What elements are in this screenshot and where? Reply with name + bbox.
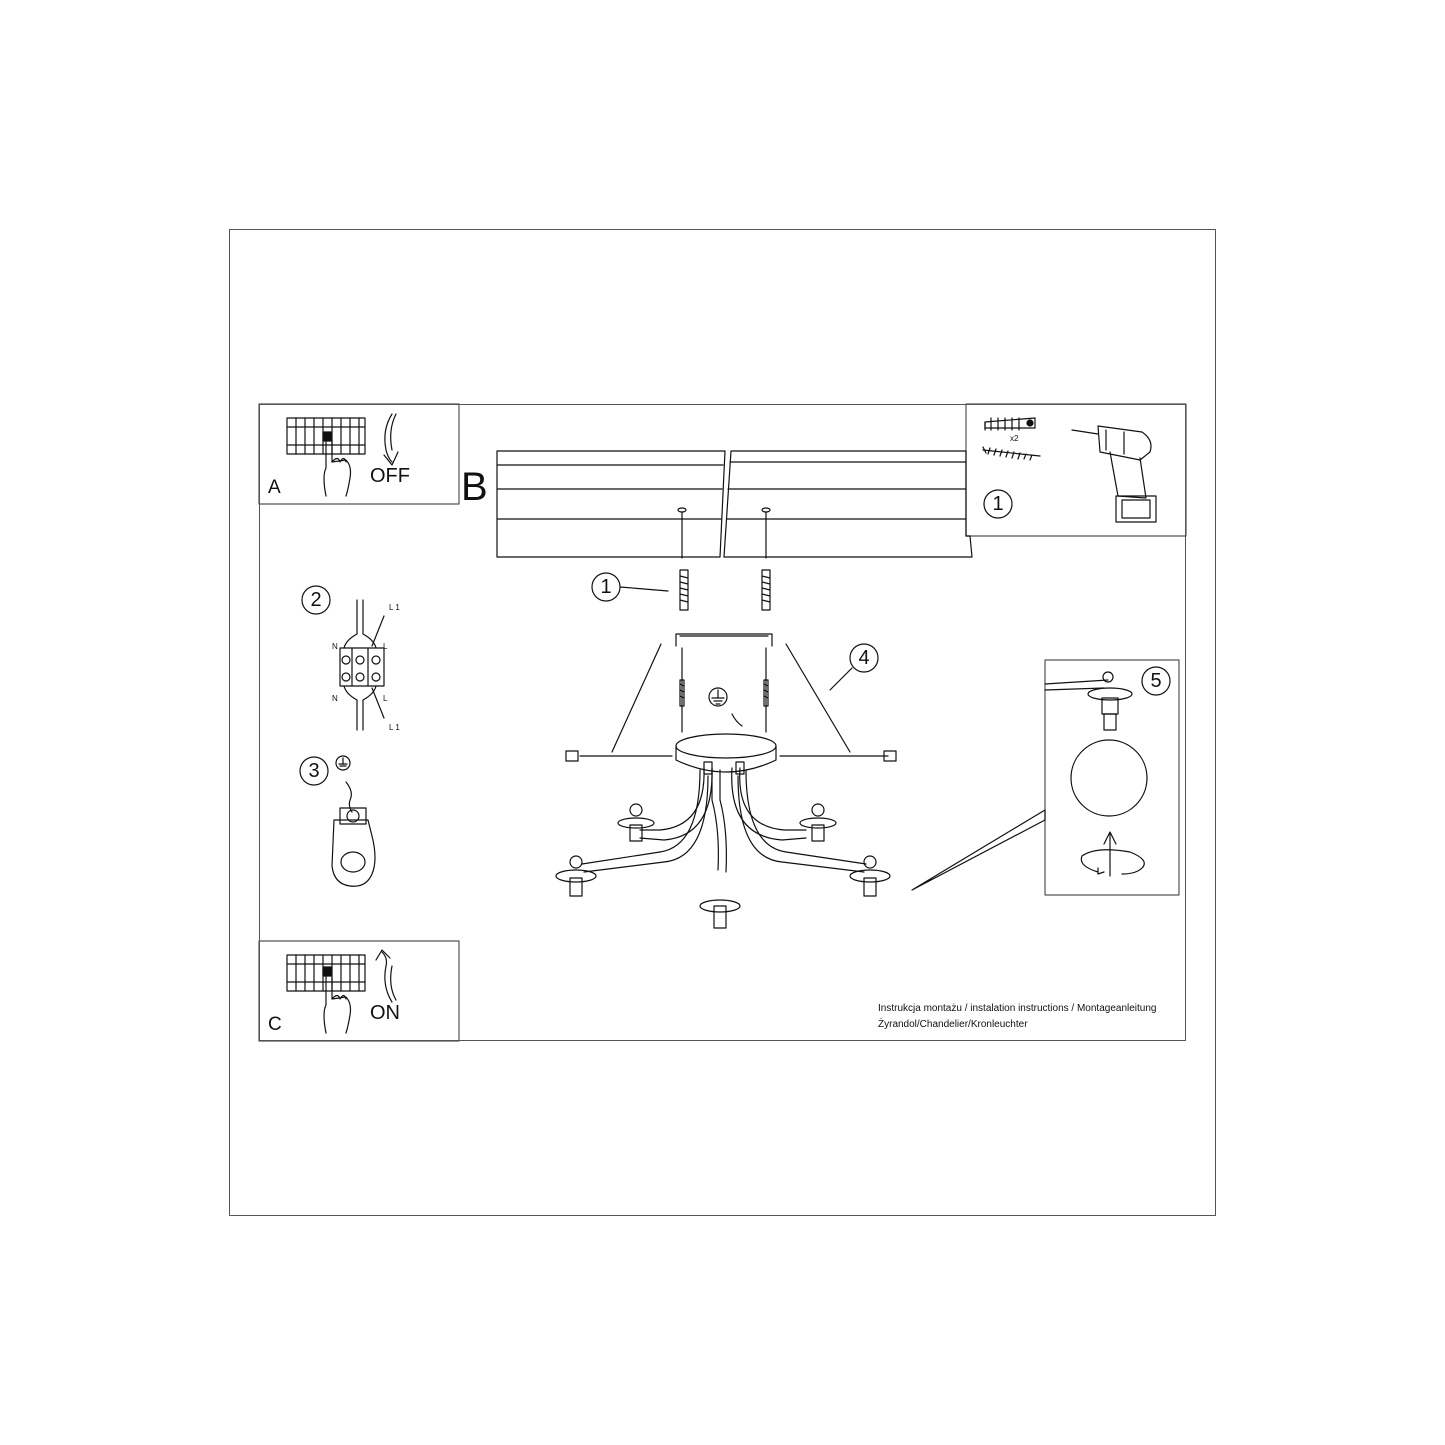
wire-label-n-bottom: N bbox=[332, 694, 338, 703]
arrow-down-icon bbox=[383, 413, 399, 466]
caption-line-1: Instrukcja montażu / instalation instruc… bbox=[878, 1003, 1157, 1014]
panel-label-c: C bbox=[268, 1014, 282, 1035]
detail-callout bbox=[911, 809, 1046, 891]
dowels bbox=[679, 569, 771, 611]
ground-symbol-icon bbox=[708, 687, 743, 727]
globe-detail bbox=[1044, 671, 1148, 877]
off-label: OFF bbox=[370, 465, 410, 487]
terminal-block bbox=[339, 599, 385, 731]
ground-clamp bbox=[331, 755, 376, 887]
step-circles bbox=[299, 489, 1171, 786]
on-label: ON bbox=[370, 1002, 400, 1024]
wire-label-l1-top: L 1 bbox=[389, 603, 400, 612]
arrow-up-icon bbox=[375, 949, 397, 1003]
drill-icon bbox=[1071, 425, 1157, 523]
wall-plug-icon bbox=[984, 417, 1036, 431]
leader-line-1 bbox=[619, 586, 669, 592]
wire-label-l1-bottom: L 1 bbox=[389, 723, 400, 732]
fuse-box-on-icon bbox=[286, 954, 366, 992]
panel-label-a: A bbox=[268, 477, 281, 498]
step-number-1: 1 bbox=[600, 576, 612, 598]
mounting-bracket bbox=[565, 633, 897, 762]
wire-label-l-top: L bbox=[383, 642, 388, 651]
fuse-box-off-icon bbox=[286, 417, 366, 455]
leader-line-4 bbox=[829, 667, 853, 691]
anchor-quantity: x2 bbox=[1010, 434, 1019, 443]
panel-label-b: B bbox=[461, 465, 488, 509]
screw-icon bbox=[982, 446, 1041, 461]
instruction-sheet bbox=[259, 404, 1186, 1041]
step-number-3: 3 bbox=[308, 760, 320, 782]
caption-line-2: Żyrandol/Chandelier/Kronleuchter bbox=[878, 1019, 1028, 1030]
step-number-5: 5 bbox=[1150, 670, 1162, 692]
step-number-4: 4 bbox=[858, 647, 870, 669]
wire-label-n-top: N bbox=[332, 642, 338, 651]
page-border bbox=[229, 229, 1216, 1216]
step-number-2: 2 bbox=[310, 589, 322, 611]
step-number-1-tools: 1 bbox=[992, 493, 1004, 515]
hand-on-icon bbox=[323, 976, 352, 1034]
chandelier bbox=[555, 733, 891, 929]
ceiling-slab bbox=[496, 450, 973, 559]
wire-label-l-bottom: L bbox=[383, 694, 388, 703]
hand-icon bbox=[323, 439, 352, 497]
